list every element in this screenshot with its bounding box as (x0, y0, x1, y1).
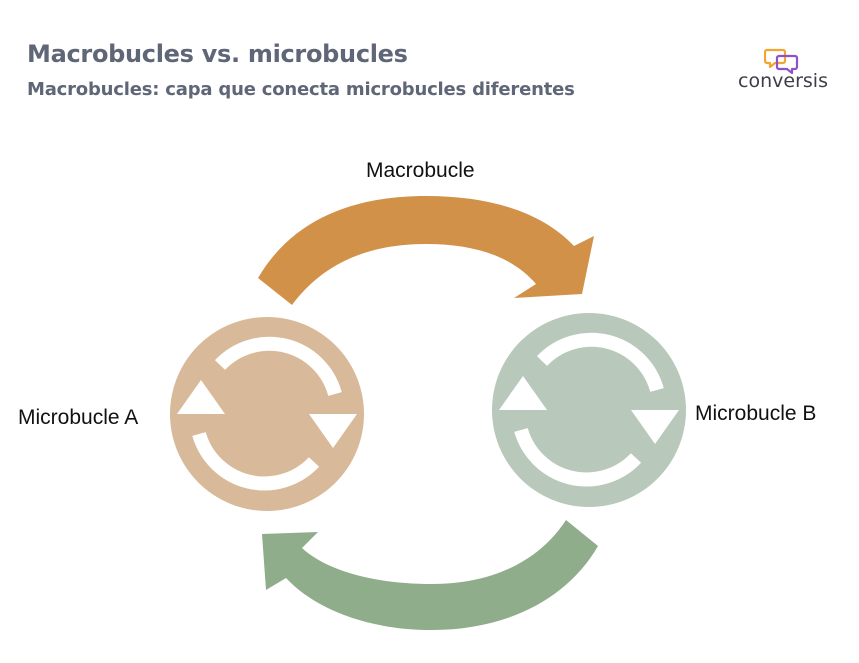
speech-bubbles-icon (764, 48, 799, 74)
logo-wordmark: conversis (738, 70, 828, 92)
page-subtitle: Macrobucles: capa que conecta microbucle… (27, 79, 575, 100)
conversis-logo: conversis (732, 48, 834, 94)
microbucle-a-label: Microbucle A (18, 406, 139, 429)
microbucle-a-node (170, 317, 364, 511)
microbucle-b-label: Microbucle B (695, 402, 817, 425)
cycle-arrows-icon (514, 332, 664, 487)
return-arrow (262, 520, 598, 630)
macrobucle-label: Macrobucle (366, 159, 475, 182)
page-title: Macrobucles vs. microbucles (27, 40, 408, 68)
macrobucle-arrow (258, 196, 594, 305)
microbucle-b-node (492, 313, 686, 507)
cycle-arrows-icon (192, 336, 342, 491)
